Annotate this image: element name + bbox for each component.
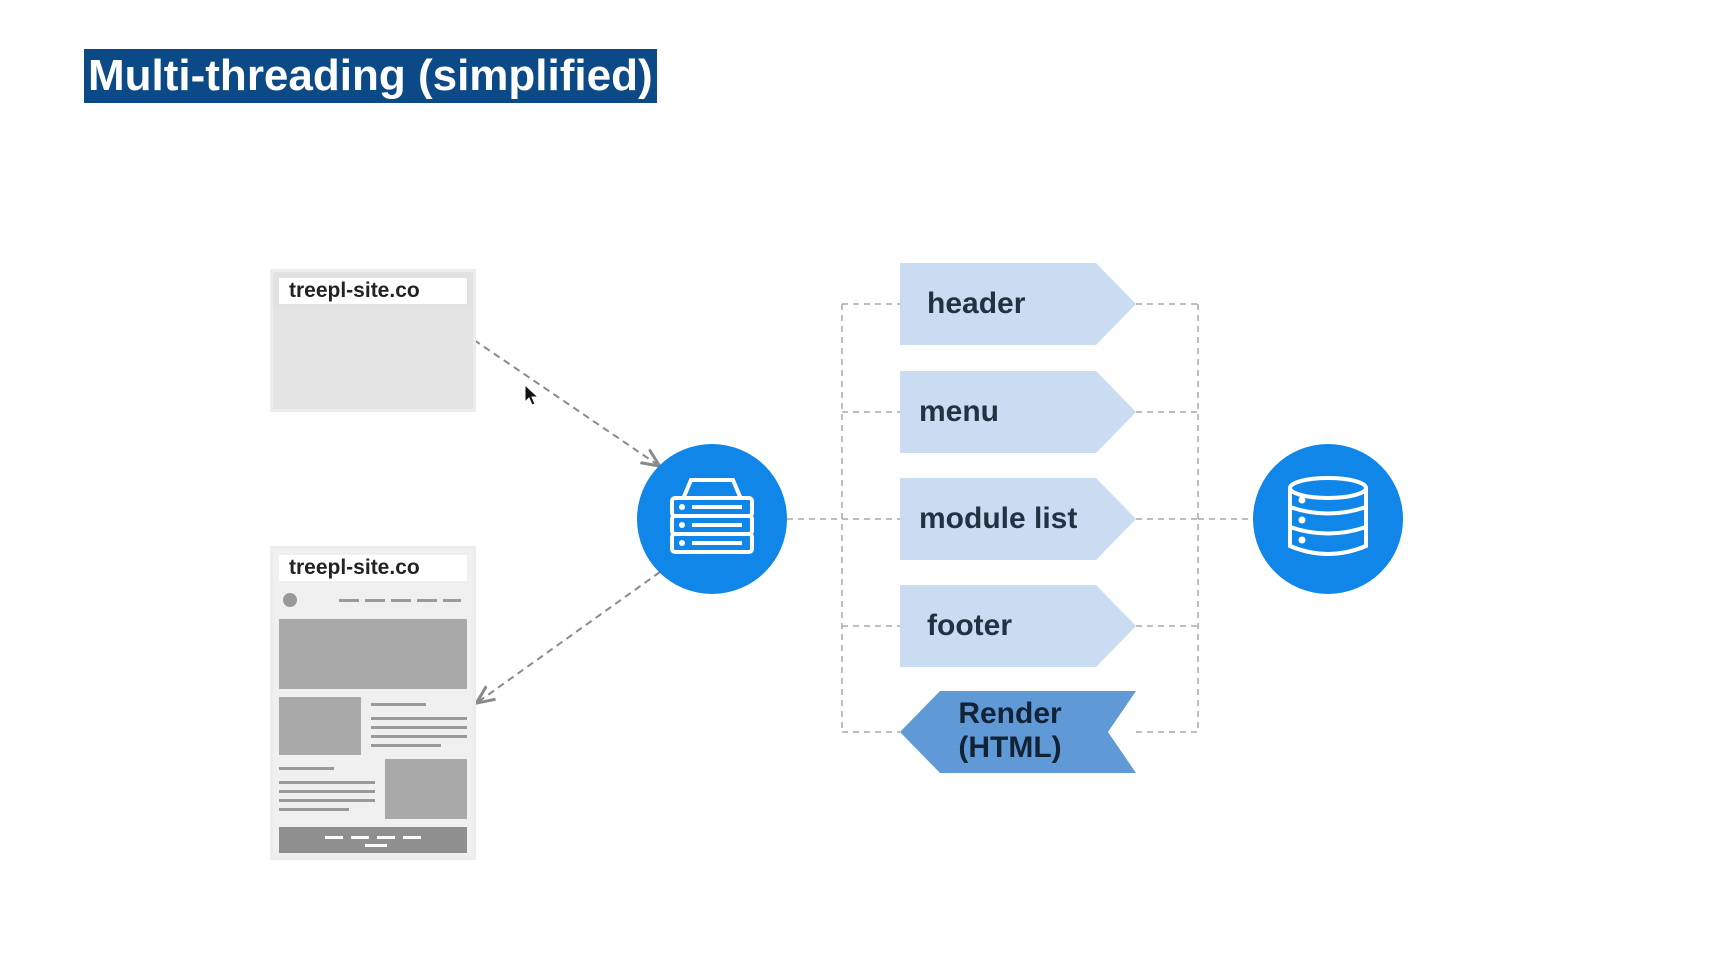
browser-address-bar: treepl-site.co — [279, 555, 467, 581]
task-label: footer — [927, 609, 1012, 642]
render-label: Render (HTML) — [940, 697, 1080, 765]
mouse-cursor-icon — [524, 384, 540, 406]
task-arrow-shape — [900, 263, 1136, 345]
render-arrow-shape — [900, 691, 1136, 773]
task-menu: menu — [900, 371, 1136, 453]
task-render: Render (HTML) — [900, 691, 1136, 773]
database-icon — [1288, 476, 1368, 556]
browser-window-empty: treepl-site.co — [270, 269, 476, 412]
render-label-line2: (HTML) — [958, 731, 1062, 764]
browser-address-bar: treepl-site.co — [279, 278, 467, 304]
task-label: menu — [919, 395, 1000, 428]
request-arrow — [473, 339, 658, 465]
server-stack-icon — [670, 478, 754, 554]
task-header: header — [900, 263, 1136, 345]
browser-window-rendered: treepl-site.co — [270, 546, 476, 860]
task-module-list: module list — [900, 478, 1136, 560]
mini-hero-block — [279, 619, 467, 689]
web-server-node — [637, 444, 787, 594]
task-arrow-shape — [900, 585, 1136, 667]
browser-blank-body — [273, 308, 473, 409]
task-arrow-shape — [900, 371, 1136, 453]
task-label: module list — [919, 502, 1078, 535]
response-arrow — [478, 571, 661, 702]
task-arrow-shape — [900, 478, 1136, 560]
task-label: header — [927, 287, 1026, 320]
browser-url: treepl-site.co — [289, 279, 420, 302]
database-node — [1253, 444, 1403, 594]
render-label-line1: Render — [958, 697, 1062, 730]
mini-footer-block — [279, 827, 467, 853]
task-footer: footer — [900, 585, 1136, 667]
browser-url: treepl-site.co — [289, 556, 420, 579]
page-title: Multi-threading (simplified) — [84, 49, 657, 103]
mini-logo-dot — [283, 593, 297, 607]
